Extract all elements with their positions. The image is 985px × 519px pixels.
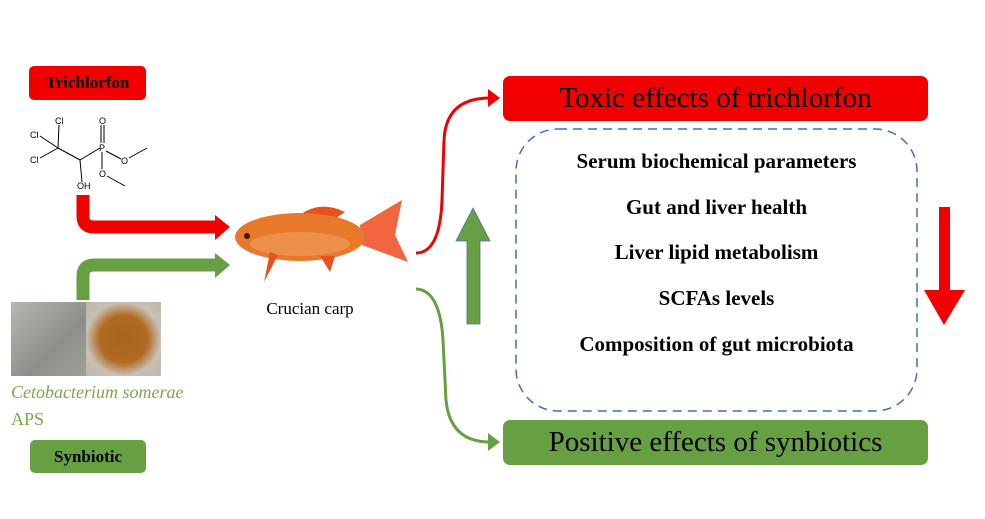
parameter-item: Composition of gut microbiota <box>579 332 854 356</box>
bacteria-culture-photo <box>11 302 86 376</box>
red-outcome-arrow <box>415 96 491 255</box>
red-input-arrow <box>76 195 218 234</box>
parameter-item: SCFAs levels <box>658 286 775 310</box>
parameter-item: Liver lipid metabolism <box>614 240 819 264</box>
green-outcome-arrow <box>415 287 491 444</box>
green-up-arrow <box>455 207 491 325</box>
atom-cl: Cl <box>55 116 64 126</box>
aps-powder-photo <box>86 302 161 376</box>
atom-oh: OH <box>77 181 91 191</box>
green-input-arrow <box>76 258 218 300</box>
green-outcome-arrowhead <box>488 433 500 451</box>
red-outcome-arrowhead <box>488 89 500 107</box>
probiotic-name: Cetobacterium somerae <box>11 382 184 402</box>
atom-p: P <box>99 143 105 153</box>
positive-effects-box: Positive effects of synbiotics <box>503 420 928 465</box>
crucian-carp-image <box>235 200 408 282</box>
parameter-item: Gut and liver health <box>625 195 808 219</box>
atom-o: O <box>121 156 128 166</box>
prebiotic-name: APS <box>11 409 45 429</box>
green-input-arrowhead <box>215 253 230 278</box>
crucian-carp-label: Crucian carp <box>266 299 354 318</box>
red-input-arrowhead <box>215 215 230 240</box>
red-down-arrow <box>924 207 965 325</box>
atom-o: O <box>99 116 106 126</box>
trichlorfon-structure <box>39 124 148 187</box>
atom-cl: Cl <box>30 130 39 140</box>
atom-cl: Cl <box>30 155 39 165</box>
toxic-effects-box: Toxic effects of trichlorfon <box>503 76 928 121</box>
parameter-item: Serum biochemical parameters <box>576 149 857 173</box>
atom-o: O <box>99 169 106 179</box>
trichlorfon-label: Trichlorfon <box>29 66 146 100</box>
parameters-dashed-box <box>515 128 918 412</box>
synbiotic-label: Synbiotic <box>30 440 146 473</box>
